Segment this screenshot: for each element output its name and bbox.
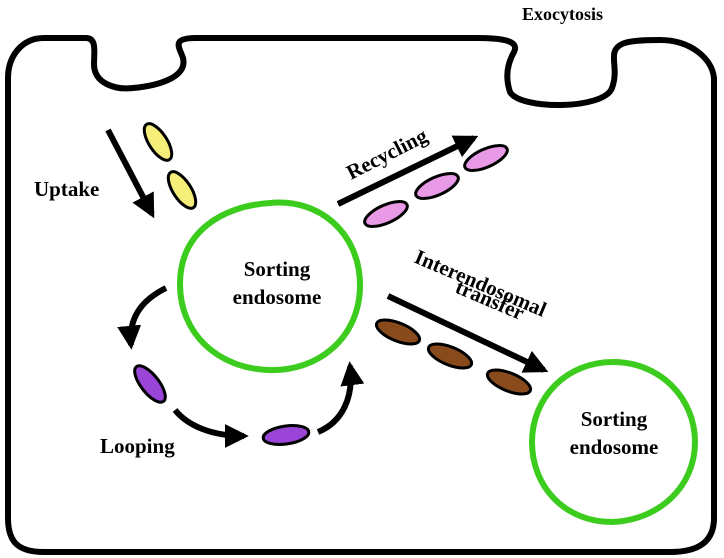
label-looping: Looping xyxy=(100,434,175,458)
looping-arrow-1 xyxy=(117,285,168,350)
recycling-arrow xyxy=(336,135,479,207)
uptake-vesicle xyxy=(166,170,198,210)
label-sorting-second-1: Sorting xyxy=(581,407,648,431)
label-sorting-main-2: endosome xyxy=(233,285,322,309)
looping-vesicle xyxy=(261,424,311,446)
sorting-endosome-second xyxy=(528,358,699,526)
looping-arrow-2 xyxy=(172,408,249,448)
label-sorting-main-1: Sorting xyxy=(244,257,311,281)
looping-vesicle xyxy=(133,364,167,404)
uptake-arrow xyxy=(105,128,155,219)
recycling-vesicle xyxy=(414,172,460,200)
transfer-vesicle xyxy=(374,318,422,346)
cell-membrane xyxy=(5,35,717,555)
label-uptake: Uptake xyxy=(34,177,99,201)
recycling-vesicle xyxy=(363,200,409,228)
label-sorting-second-2: endosome xyxy=(570,435,659,459)
recycling-vesicle xyxy=(463,144,509,172)
transfer-vesicle xyxy=(426,342,474,370)
label-exocytosis: Exocytosis xyxy=(522,4,603,24)
label-recycling: Recycling xyxy=(342,123,431,184)
transfer-vesicle xyxy=(485,368,533,396)
sorting-endosome-main xyxy=(176,199,364,374)
uptake-vesicle xyxy=(142,122,174,162)
transfer-arrow xyxy=(386,293,549,373)
looping-arrow-3 xyxy=(316,361,365,435)
